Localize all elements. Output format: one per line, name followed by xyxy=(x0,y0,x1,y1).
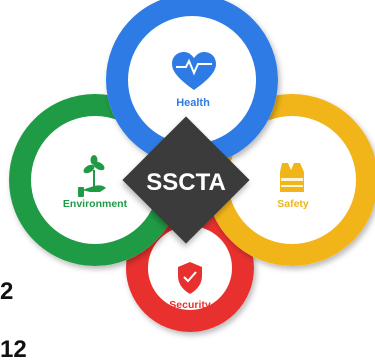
heart-pulse-icon xyxy=(172,52,216,90)
edge-fragment-top: 2 xyxy=(0,278,14,305)
environment-label: Environment xyxy=(63,198,128,210)
center-diamond: SSCTA xyxy=(122,116,250,244)
safety-label: Safety xyxy=(277,198,309,210)
health-label: Health xyxy=(176,97,210,109)
security-label: Security xyxy=(169,299,211,311)
plant-hand-icon xyxy=(78,155,106,197)
shield-icon xyxy=(178,262,202,294)
center-label: SSCTA xyxy=(146,169,226,196)
edge-fragment-bottom: 12 xyxy=(0,336,27,363)
safety-vest-icon xyxy=(280,163,304,192)
